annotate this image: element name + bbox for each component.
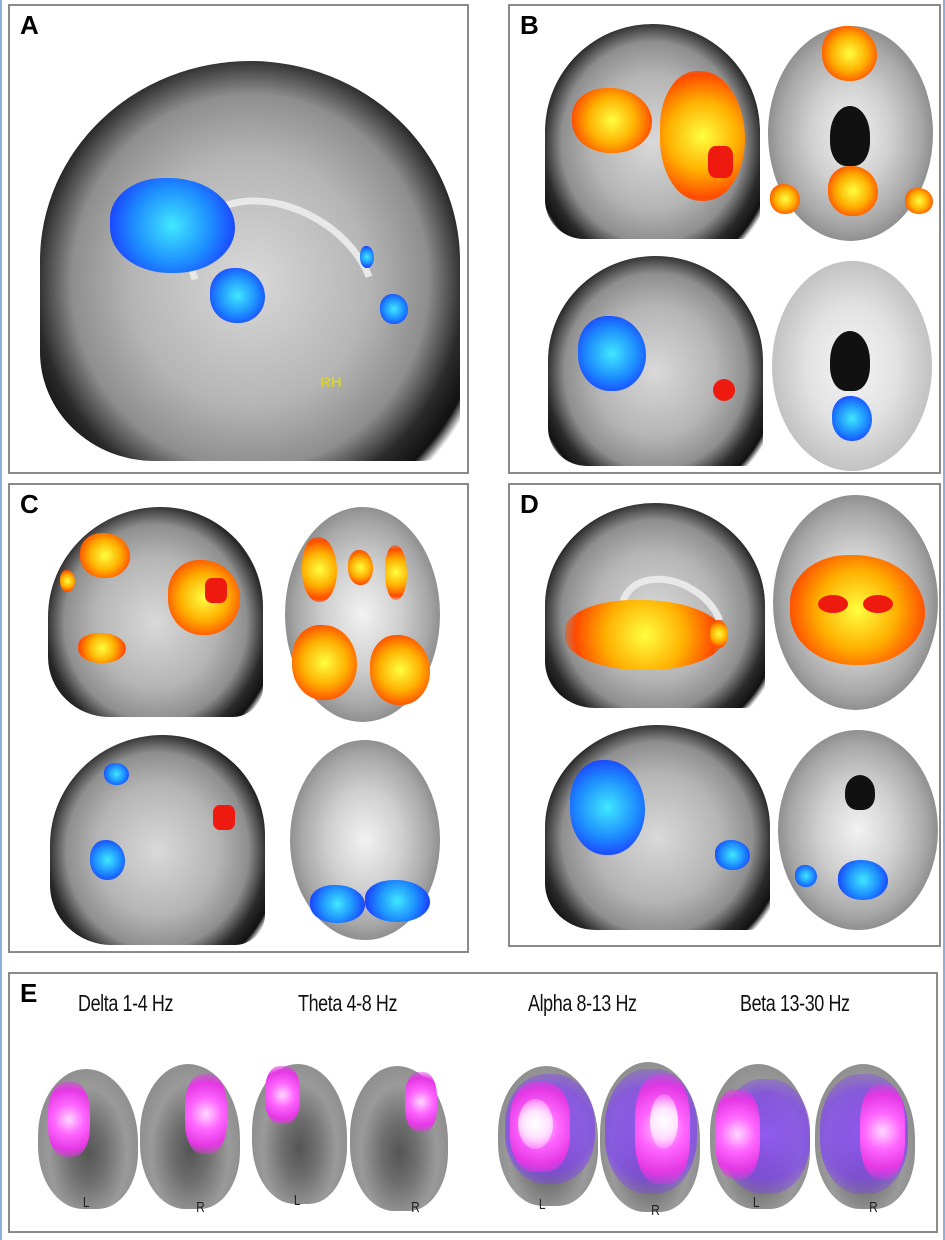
activation-temporal-mesial <box>790 555 925 665</box>
activation-peak <box>708 146 733 178</box>
activation-left-parietal <box>770 184 800 214</box>
activation-left-hippocampus <box>818 595 848 613</box>
hemisphere-label: L <box>538 1196 546 1213</box>
hemisphere-label: R <box>196 1199 205 1216</box>
ventricles <box>830 106 870 166</box>
activation-precuneus <box>570 760 645 855</box>
band-title-delta: Delta 1-4 Hz <box>78 990 174 1016</box>
activation-frontal <box>213 805 235 830</box>
activation-theta-left <box>265 1066 300 1124</box>
activation-posterior <box>838 860 888 900</box>
panel-label: D <box>520 489 539 519</box>
ventricles <box>845 775 875 810</box>
activation-precuneus-axial <box>832 396 872 441</box>
activation-beta-right <box>860 1084 905 1179</box>
activation-posterior <box>828 166 878 216</box>
axial-brain-bottom <box>778 730 938 930</box>
band-title-alpha: Alpha 8-13 Hz <box>528 990 637 1016</box>
activation-right-hippocampus <box>863 595 893 613</box>
activation-alpha-right-peak <box>650 1094 678 1149</box>
hemisphere-label: RH <box>320 374 342 391</box>
hemisphere-label: L <box>752 1194 760 1211</box>
activation-alpha-left-peak <box>518 1099 553 1149</box>
hemisphere-label: R <box>869 1199 878 1216</box>
activation-left-frontal <box>302 537 337 602</box>
activation-brainstem <box>565 600 725 670</box>
hemisphere-label: R <box>411 1199 420 1216</box>
panel-e: E Delta 1-4 Hz Theta 4-8 Hz Alpha 8-13 H… <box>8 972 938 1233</box>
panel-label: A <box>20 10 39 40</box>
panel-a: A RH <box>8 4 469 474</box>
activation-temporal <box>78 633 126 663</box>
activation-theta-right <box>405 1072 437 1132</box>
hemisphere-label: R <box>651 1202 660 1219</box>
activation-peak <box>205 578 227 603</box>
activation-mpfc <box>380 294 408 324</box>
activation-parietal <box>104 763 129 785</box>
panel-c: C <box>8 483 469 953</box>
activation-delta-right <box>185 1074 227 1154</box>
activation-right-parietal <box>905 188 933 214</box>
activation-parietal <box>80 533 130 578</box>
activation-frontal <box>168 560 240 635</box>
activation-frontal <box>822 26 877 81</box>
activation-mpfc <box>713 379 735 401</box>
activation-occipital <box>60 570 75 592</box>
activation-right-parietal <box>370 635 430 705</box>
sagittal-brain <box>40 61 460 461</box>
hemisphere-label: L <box>82 1194 90 1211</box>
panel-label: E <box>20 978 38 1008</box>
panel-label: C <box>20 489 39 519</box>
activation-left-parietal <box>310 885 365 923</box>
activation-temporal <box>90 840 125 880</box>
activation-mpfc-dot <box>360 246 374 268</box>
activation-beta-left <box>715 1089 760 1179</box>
activation-left-parietal <box>292 625 357 700</box>
activation-precuneus <box>110 178 235 273</box>
band-title-theta: Theta 4-8 Hz <box>298 990 398 1016</box>
band-title-beta: Beta 13-30 Hz <box>740 990 850 1016</box>
lateral-brain-bottom <box>50 735 265 945</box>
activation-thalamus <box>210 268 265 323</box>
activation-mpfc <box>710 620 728 648</box>
panel-b: B <box>508 4 941 474</box>
activation-right-frontal <box>385 545 407 600</box>
activation-delta-left <box>48 1082 90 1157</box>
activation-mpfc <box>715 840 750 870</box>
activation-pcc <box>572 88 652 153</box>
activation-right-parietal <box>365 880 430 922</box>
panel-d: D <box>508 483 941 947</box>
activation-precuneus <box>578 316 646 391</box>
ventricles <box>830 331 870 391</box>
activation-mid-frontal <box>348 550 373 585</box>
hemisphere-label: L <box>293 1192 301 1209</box>
activation-mpfc <box>660 71 745 201</box>
activation-left-occipital <box>795 865 817 887</box>
panel-label: B <box>520 10 539 40</box>
